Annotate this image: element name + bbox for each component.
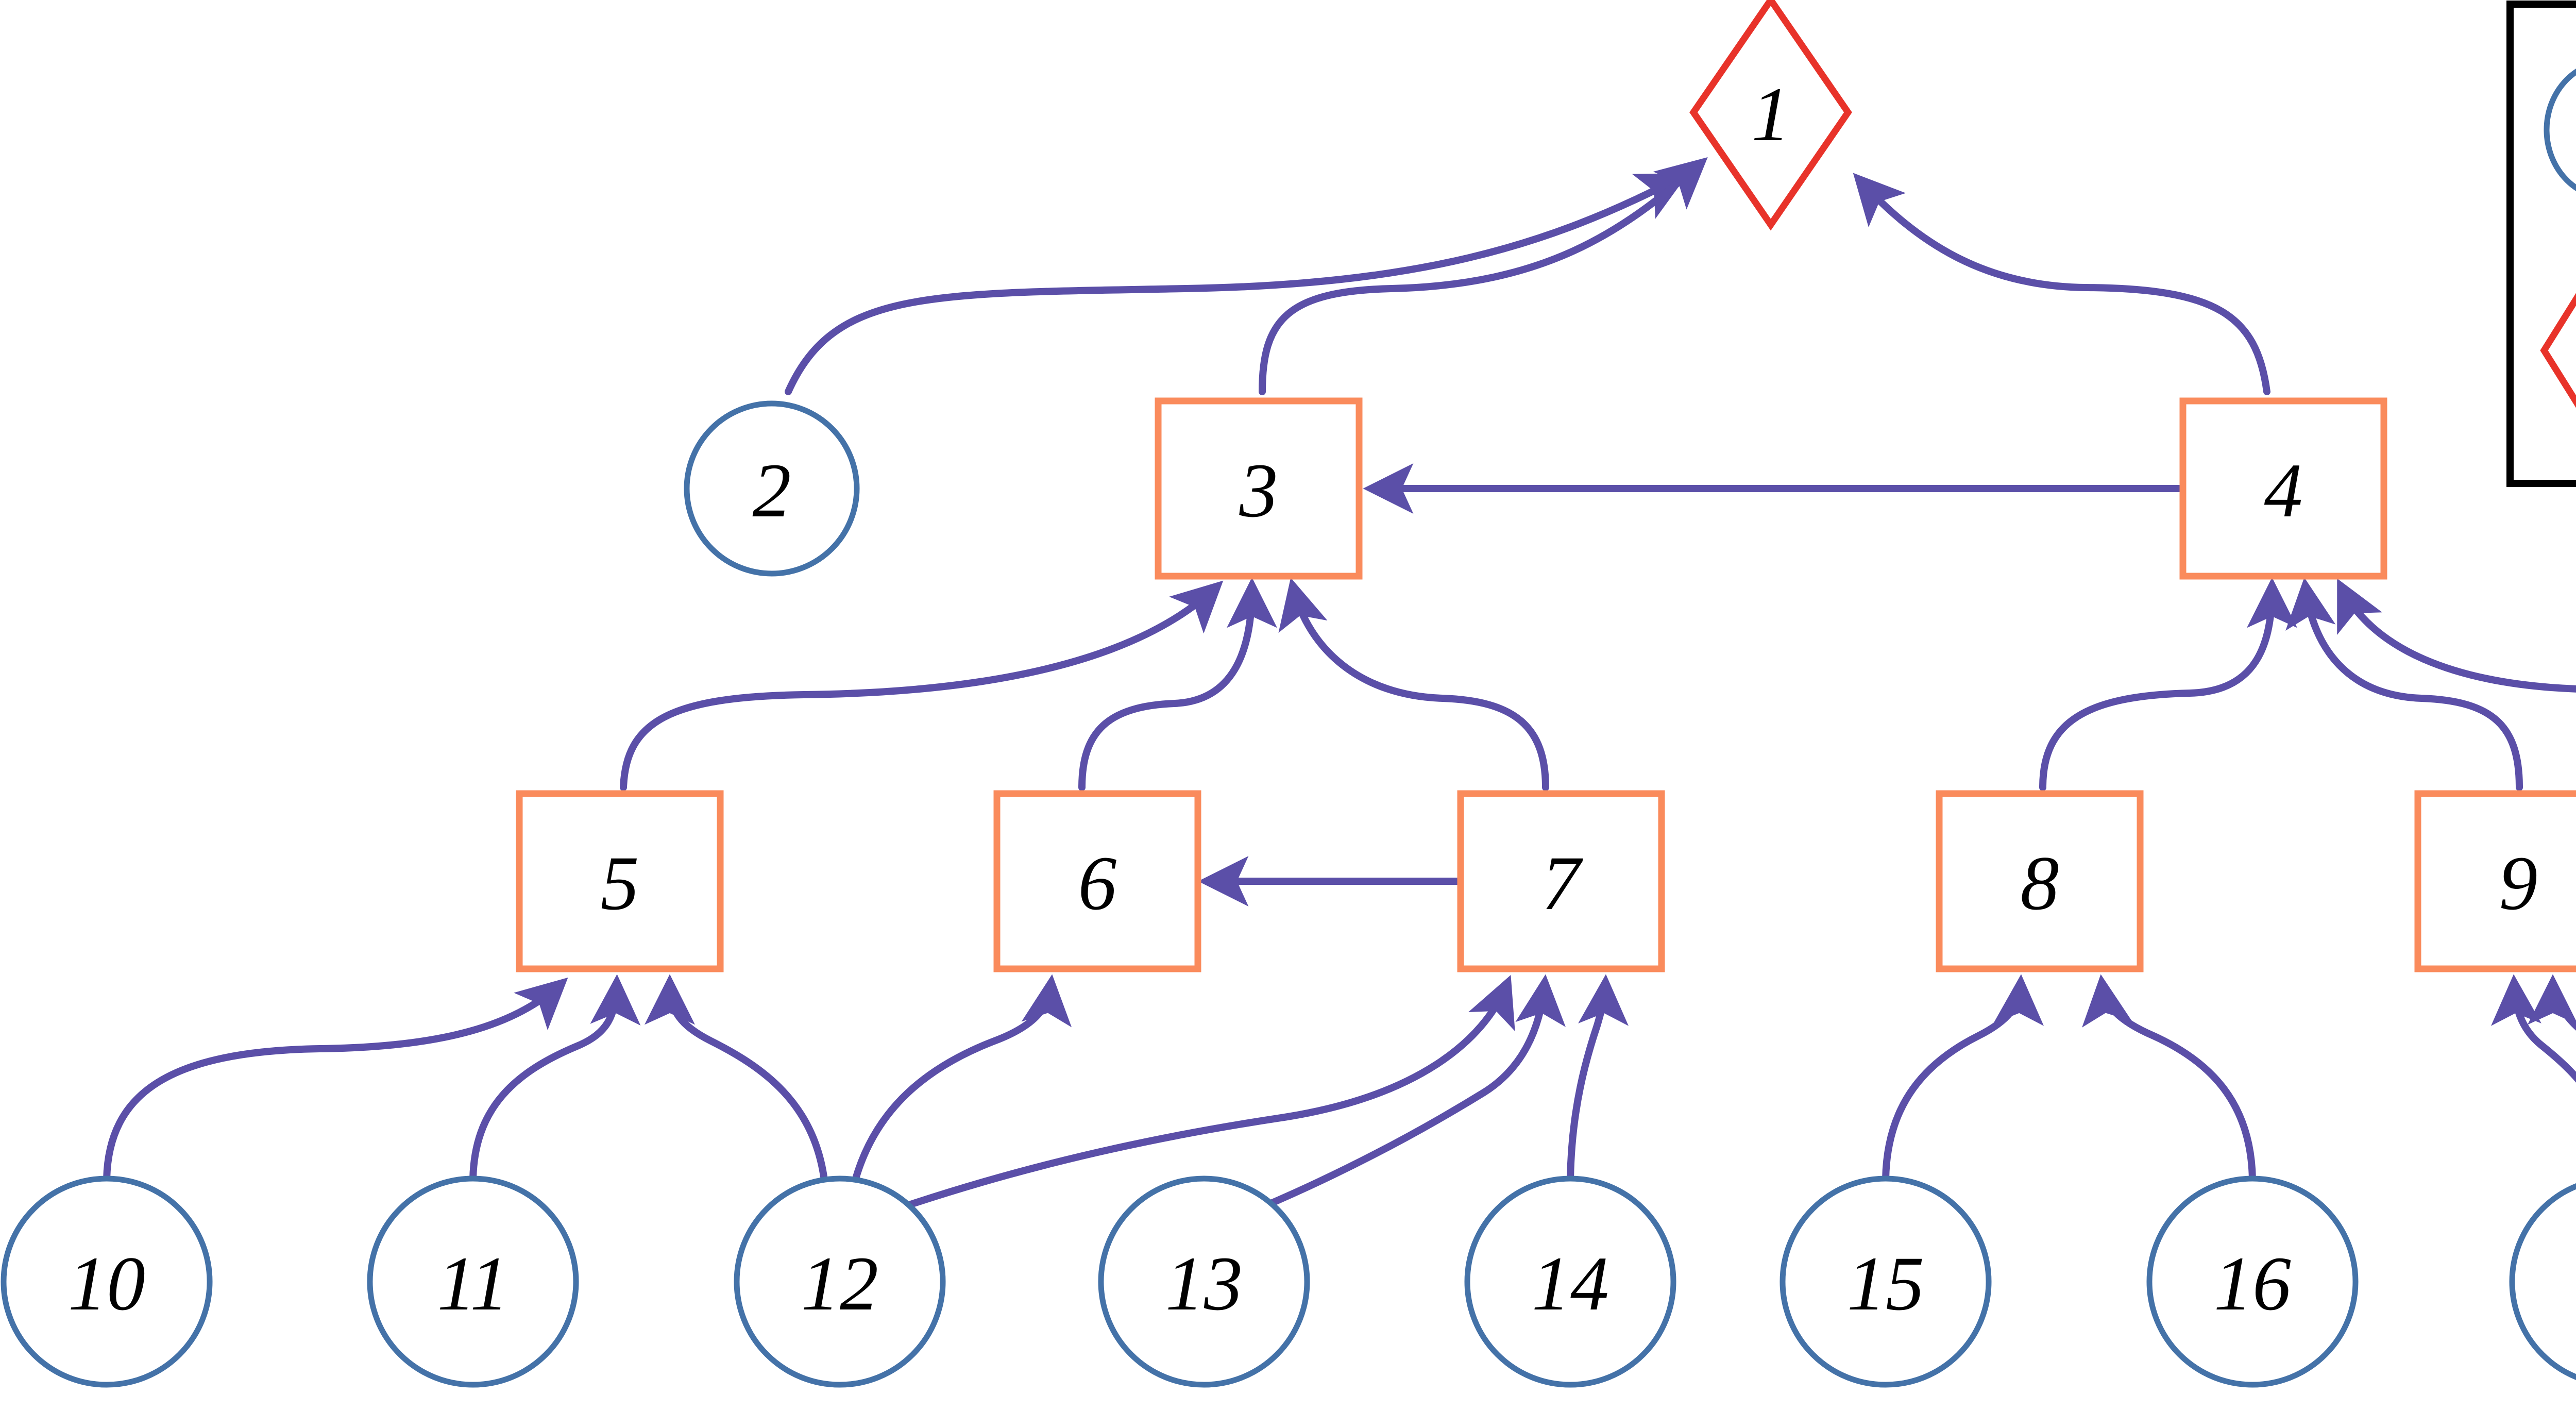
edge-17-to-9 <box>2490 974 2576 1083</box>
node-10-circle-shape <box>1 1175 213 1388</box>
node-6-square-shape <box>993 790 1201 972</box>
node-16[interactable]: 16 <box>2146 1175 2359 1388</box>
node-5-label: 5 <box>601 841 639 926</box>
node-7[interactable]: 7 <box>1457 790 1665 972</box>
node-13-label: 13 <box>1165 1241 1243 1326</box>
node-3[interactable]: 3 <box>1155 397 1363 580</box>
node-11-circle-shape <box>367 1175 579 1388</box>
node-1-label: 1 <box>1752 72 1790 157</box>
node-5[interactable]: 5 <box>516 790 724 972</box>
node-3-square-shape <box>1155 397 1363 580</box>
node-4-label: 4 <box>2264 448 2303 533</box>
node-4[interactable]: 4 <box>2179 397 2387 580</box>
edge-18-to-9 <box>2528 974 2576 1031</box>
edge-16-to-8 <box>2082 974 2256 1184</box>
node-11-label: 11 <box>437 1241 509 1326</box>
node-9-label: 9 <box>2499 841 2538 926</box>
node-12-circle-shape <box>734 1175 946 1388</box>
node-9[interactable]: 9 <box>2414 790 2576 972</box>
node-5-square-shape <box>516 790 724 972</box>
node-17[interactable]: 17 <box>2509 1179 2576 1385</box>
node-17-circle-shape <box>2509 1183 2576 1380</box>
edge-3-to-1 <box>1259 157 1708 395</box>
node-13[interactable]: 13 <box>1098 1175 1310 1388</box>
legend-item-2: Root subsystem <box>2540 293 2576 408</box>
node-12[interactable]: 12 <box>734 1175 946 1388</box>
node-8[interactable]: 8 <box>1936 790 2144 972</box>
edge-9-to-4 <box>2285 577 2523 791</box>
node-15-circle-shape <box>1780 1175 1992 1388</box>
legend-item-1: Fundamental subsystem <box>2544 69 2576 191</box>
node-2-circle-shape <box>684 400 860 577</box>
node-16-label: 16 <box>2214 1241 2291 1326</box>
node-8-square-shape <box>1936 790 2144 972</box>
node-7-square-shape <box>1457 790 1665 972</box>
edge-15-to-8 <box>1882 974 2044 1184</box>
edges-layer <box>103 157 2576 1220</box>
edge-8-to-4 <box>2039 577 2297 791</box>
node-10-label: 10 <box>68 1241 145 1326</box>
node-10[interactable]: 10 <box>1 1175 213 1388</box>
legend: Fundamental subsystemRoot subsystem <box>2506 1 2576 487</box>
node-11[interactable]: 11 <box>367 1175 579 1388</box>
node-1-diamond-shape <box>1689 0 1852 231</box>
node-14-label: 14 <box>1532 1241 1609 1326</box>
node-15[interactable]: 15 <box>1780 1175 1992 1388</box>
node-6-label: 6 <box>1078 841 1117 926</box>
node-7-label: 7 <box>1542 841 1584 926</box>
edge-7-to-3 <box>1278 577 1549 791</box>
edge-20-to-4 <box>2337 578 2576 693</box>
node-14[interactable]: 14 <box>1464 1175 1676 1388</box>
node-8-label: 8 <box>2021 841 2059 926</box>
edge-4-to-1 <box>1853 173 2270 395</box>
node-4-square-shape <box>2179 397 2387 580</box>
edge-14-to-7 <box>1567 974 1629 1184</box>
node-6[interactable]: 6 <box>993 790 1201 972</box>
edge-12-to-6 <box>852 974 1072 1184</box>
node-2[interactable]: 2 <box>684 400 860 577</box>
node-2-label: 2 <box>753 448 791 533</box>
diamond-icon <box>2540 293 2576 408</box>
node-12-label: 12 <box>801 1241 878 1326</box>
node-3-label: 3 <box>1239 448 1278 533</box>
circle-icon <box>2544 69 2576 191</box>
node-15-label: 15 <box>1847 1241 1924 1326</box>
edge-6-to-3 <box>1078 577 1277 791</box>
node-1[interactable]: 1 <box>1689 0 1852 231</box>
edge-2-to-1 <box>785 173 1689 395</box>
node-13-circle-shape <box>1098 1175 1310 1388</box>
legend-border <box>2506 1 2576 487</box>
node-9-square-shape <box>2414 790 2576 972</box>
node-14-circle-shape <box>1464 1175 1676 1388</box>
node-16-circle-shape <box>2146 1175 2359 1388</box>
edge-10-to-5 <box>103 977 568 1184</box>
edge-11-to-5 <box>469 974 641 1184</box>
edge-12-to-7 <box>872 975 1515 1220</box>
edge-12-to-5 <box>645 974 828 1184</box>
edge-13-to-7 <box>1243 974 1566 1217</box>
edge-5-to-3 <box>620 580 1224 791</box>
